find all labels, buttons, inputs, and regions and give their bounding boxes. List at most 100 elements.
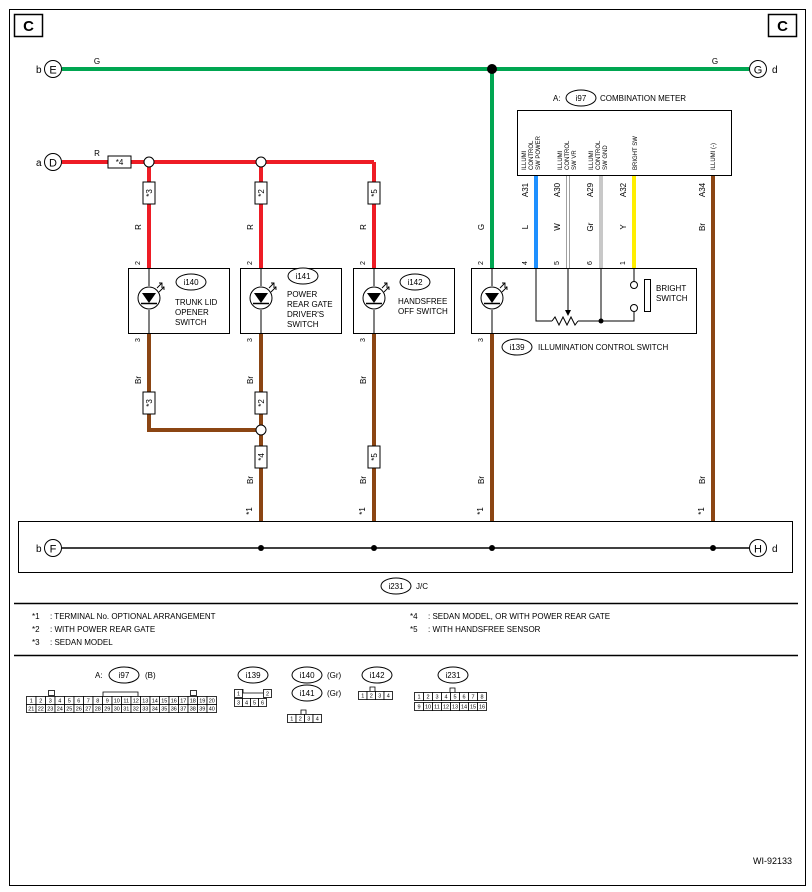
corner-box-right: C <box>767 13 798 38</box>
note-box-v-2b: *2 <box>254 391 268 415</box>
svg-text:J/C: J/C <box>416 582 428 591</box>
pin-i142-top: 2 <box>360 261 367 265</box>
svg-text:CONTROL: CONTROL <box>596 140 602 170</box>
switch-i142: i142 HANDSFREE OFF SWITCH <box>353 268 455 334</box>
pin-a30: A30 <box>553 182 562 197</box>
svg-text:TRUNK LID: TRUNK LID <box>175 298 217 307</box>
i231-pin-label: 6 <box>462 694 465 700</box>
svg-text:F: F <box>50 544 57 556</box>
i97-pin-label: 1 <box>30 698 33 704</box>
svg-text:: WITH HANDSFREE SENSOR: : WITH HANDSFREE SENSOR <box>428 625 541 634</box>
svg-text:*5: *5 <box>370 453 379 461</box>
label-br-6: Br <box>477 476 486 484</box>
i97-pin-label: 20 <box>209 698 215 704</box>
i139-pin-cell <box>258 698 267 707</box>
note-1-a: *1 <box>245 507 254 515</box>
i231-pin-label: 1 <box>417 694 420 700</box>
svg-text:ILLUMI (-): ILLUMI (-) <box>711 143 717 170</box>
i231-pin-label: 8 <box>480 694 483 700</box>
i231-pin-cell <box>477 692 487 701</box>
i139-pin-label: 3 <box>237 700 240 706</box>
i97-pin-label: 7 <box>87 698 90 704</box>
svg-text:H: H <box>754 544 762 556</box>
i231-pin-label: 12 <box>443 704 449 710</box>
pin-i139-2: 2 <box>478 261 485 265</box>
corner-label-right: C <box>777 18 788 35</box>
connector-latch <box>369 686 376 691</box>
i231-pin-label: 15 <box>470 704 476 710</box>
svg-text:i141: i141 <box>295 272 311 281</box>
svg-text:i140: i140 <box>299 671 315 680</box>
splice-point-green <box>487 64 497 74</box>
i97-pin-label: 12 <box>133 698 139 704</box>
pin-a32: A32 <box>619 182 628 197</box>
svg-text:SWITCH: SWITCH <box>287 320 319 329</box>
i97-pin-label: 4 <box>58 698 61 704</box>
svg-text:*5: *5 <box>410 625 418 634</box>
i97-pin-label: 14 <box>152 698 158 704</box>
i97-pin-label: 28 <box>95 706 101 712</box>
i97-pin-label: 40 <box>209 706 215 712</box>
i231-pin-label: 16 <box>479 704 485 710</box>
svg-text:E: E <box>49 65 56 77</box>
svg-text:*4: *4 <box>257 453 266 461</box>
i97-pin-label: 5 <box>68 698 71 704</box>
svg-text:BRIGHT SW: BRIGHT SW <box>633 136 639 170</box>
i97-pin-label: 8 <box>96 698 99 704</box>
svg-text:i231: i231 <box>445 671 461 680</box>
i97-pin-label: 9 <box>106 698 109 704</box>
label-top-g-left: G <box>94 57 100 66</box>
note-1-d: *1 <box>697 507 706 515</box>
pin-i141-top: 2 <box>247 261 254 265</box>
i97-pin-label: 27 <box>85 706 91 712</box>
i141-pin-label: 1 <box>290 716 293 722</box>
pin-a29: A29 <box>586 182 595 197</box>
note-1-c: *1 <box>476 507 485 515</box>
i139-pin-cell <box>234 689 243 698</box>
i142-pin-cell <box>383 691 393 700</box>
i231-pin-label: 13 <box>452 704 458 710</box>
combination-meter: A: i97 COMBINATION METER ILLUMI CONTROL … <box>517 89 732 176</box>
i139-pin-label: 6 <box>261 700 264 706</box>
svg-text:i141: i141 <box>299 689 315 698</box>
i97-pin-label: 6 <box>77 698 80 704</box>
i97-pin-label: 33 <box>142 706 148 712</box>
i141-pin-label: 3 <box>307 716 310 722</box>
i139-pin-label: 4 <box>245 700 248 706</box>
i97-pin-label: 3 <box>49 698 52 704</box>
svg-text:ILLUMINATION CONTROL SWITCH: ILLUMINATION CONTROL SWITCH <box>538 343 668 352</box>
switch-i141: i141 POWER REAR GATE DRIVER'S SWITCH <box>240 267 342 334</box>
i97-pin-label: 15 <box>161 698 167 704</box>
pin-i139-4: 4 <box>522 261 529 265</box>
note-box-v-3b: *3 <box>142 391 156 415</box>
svg-text:CONTROL: CONTROL <box>529 140 535 170</box>
svg-text:*5: *5 <box>370 189 379 197</box>
legend: *1 : TERMINAL No. OPTIONAL ARRANGEMENT *… <box>32 612 610 647</box>
pin-i140-top: 2 <box>135 261 142 265</box>
svg-text:COMBINATION METER: COMBINATION METER <box>600 94 686 103</box>
svg-text:(Gr): (Gr) <box>327 689 342 698</box>
junction-connector: b F H d i231 J/C <box>18 521 793 595</box>
label-r-1: R <box>134 224 143 230</box>
i97-pin-label: 21 <box>28 706 34 712</box>
i231-pin-label: 11 <box>434 704 440 710</box>
note-box-v-5b: *5 <box>367 445 381 469</box>
label-y: Y <box>619 224 628 230</box>
i139-pin-cell <box>263 689 272 698</box>
i97-pin-label: 34 <box>152 706 158 712</box>
svg-text:: TERMINAL No. OPTIONAL ARRANG: : TERMINAL No. OPTIONAL ARRANGEMENT <box>50 612 216 621</box>
pin-i139-5: 5 <box>554 261 561 265</box>
pin-i140-bottom: 3 <box>135 338 142 342</box>
svg-text:*3: *3 <box>32 638 40 647</box>
svg-text:SWITCH: SWITCH <box>175 318 207 327</box>
i231-pin-label: 14 <box>461 704 467 710</box>
i142-pin-label: 2 <box>370 693 373 699</box>
i97-pin-label: 30 <box>114 706 120 712</box>
i142-pin-label: 1 <box>361 693 364 699</box>
svg-text:HANDSFREE: HANDSFREE <box>398 297 447 306</box>
